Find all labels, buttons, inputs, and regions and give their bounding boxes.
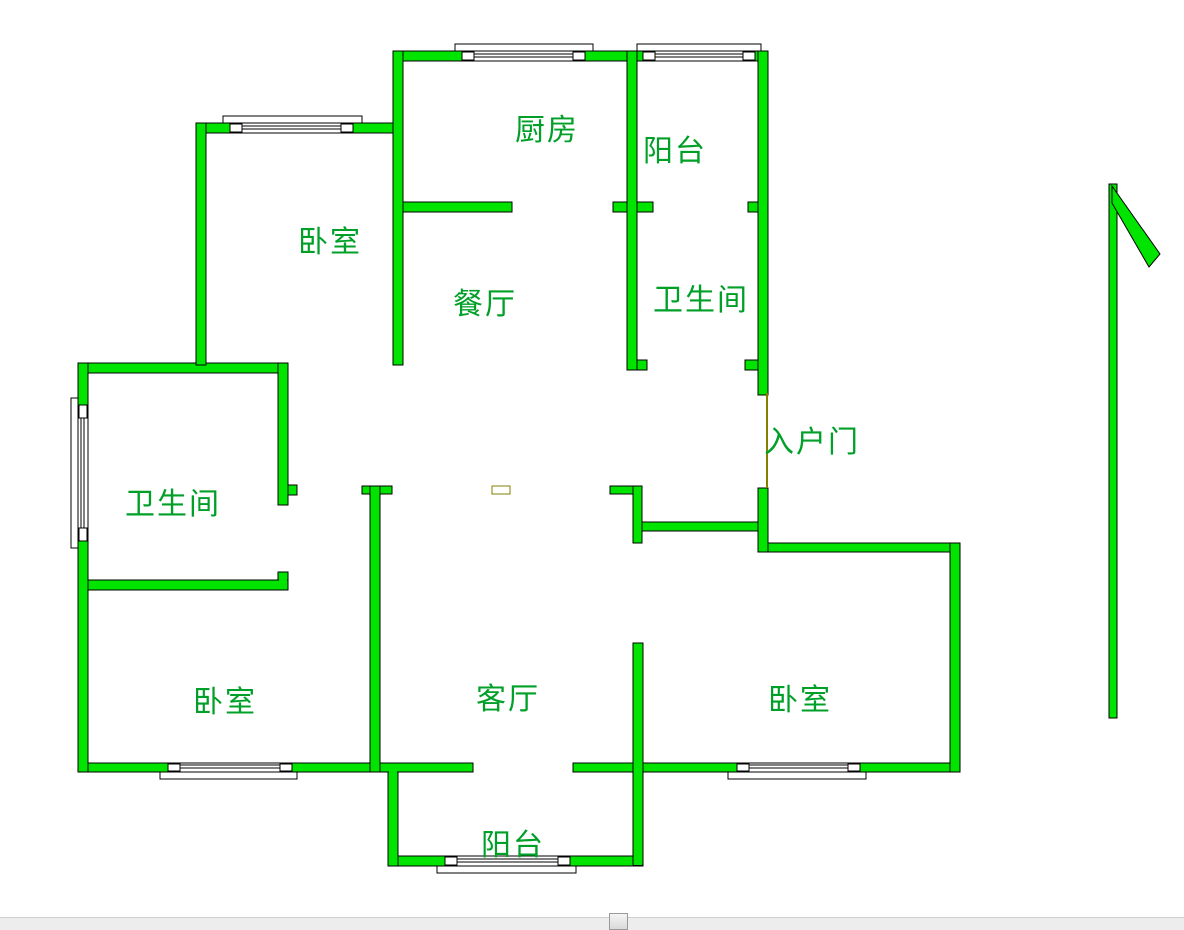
room-label-living-room: 客厅 bbox=[476, 682, 540, 717]
room-label-bedroom-bottom-left: 卧室 bbox=[193, 685, 257, 720]
room-label-bathroom-top-right: 卫生间 bbox=[653, 283, 749, 318]
door-marker-icon bbox=[491, 485, 511, 495]
room-label-bathroom-left: 卫生间 bbox=[125, 487, 221, 522]
room-label-balcony-top: 阳台 bbox=[643, 134, 707, 169]
room-label-balcony-bottom: 阳台 bbox=[481, 828, 545, 863]
room-label-kitchen: 厨房 bbox=[515, 113, 579, 148]
room-label-dining: 餐厅 bbox=[453, 287, 517, 322]
horizontal-scrollbar-thumb[interactable] bbox=[609, 913, 628, 930]
window-icon bbox=[159, 762, 298, 780]
window-icon bbox=[454, 43, 594, 62]
window-icon bbox=[436, 855, 577, 874]
window-icon bbox=[636, 43, 762, 62]
north-arrow-icon bbox=[1108, 183, 1161, 719]
window-icon bbox=[222, 115, 363, 134]
horizontal-scrollbar-track[interactable] bbox=[0, 913, 1184, 930]
room-label-bedroom-bottom-right: 卧室 bbox=[768, 683, 832, 718]
room-label-bedroom-top-left: 卧室 bbox=[298, 225, 362, 260]
window-icon bbox=[70, 397, 89, 549]
window-icon bbox=[727, 762, 867, 780]
room-label-entry-door: 入户门 bbox=[764, 425, 860, 460]
